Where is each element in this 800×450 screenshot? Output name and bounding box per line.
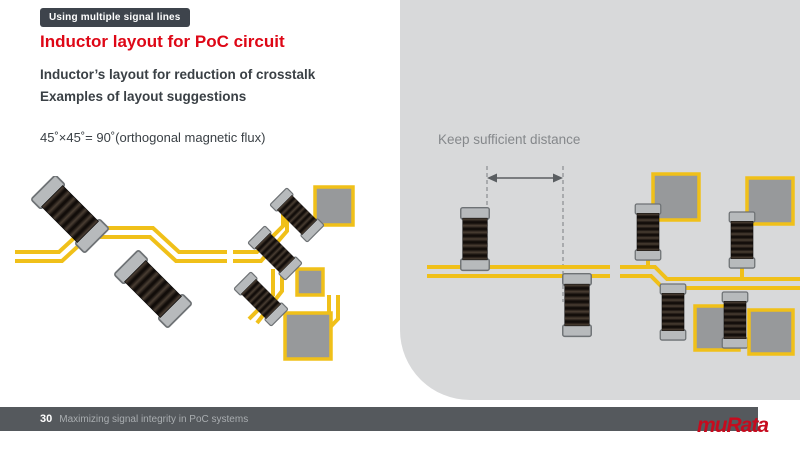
keep-distance-caption: Keep sufficient distance (438, 132, 581, 147)
signal-trace (620, 265, 800, 281)
arrowhead-left-icon (487, 173, 497, 183)
pad (313, 185, 355, 227)
diagram-sufficient-distance (427, 166, 800, 356)
signal-trace (15, 235, 227, 263)
subtitle-line-2: Examples of layout suggestions (40, 89, 247, 104)
pad (283, 311, 333, 361)
diagram-orthogonal-45deg (15, 176, 227, 329)
murata-logo: muRata (697, 414, 769, 437)
inductor (659, 283, 687, 341)
subtitle-line-1: Inductor’s layout for reduction of cross… (40, 67, 316, 82)
inductor (460, 206, 490, 272)
page-title: Inductor layout for PoC circuit (40, 32, 285, 51)
inductor (728, 211, 756, 269)
topic-badge: Using multiple signal lines (40, 8, 190, 27)
signal-trace (15, 226, 227, 254)
orthogonal-flux-caption: 45˚×45˚= 90˚(orthogonal magnetic flux) (40, 130, 266, 145)
pad (295, 267, 325, 297)
pad (747, 308, 795, 356)
inductor (721, 291, 749, 349)
diagram-zigzag-layout (233, 185, 355, 361)
page-number: 30 (40, 413, 53, 425)
signal-trace (620, 274, 800, 290)
inductor (634, 203, 662, 261)
footer-bar: 30 Maximizing signal integrity in PoC sy… (0, 407, 758, 431)
signal-trace (247, 269, 275, 321)
inductor (562, 272, 592, 338)
footer-text: Maximizing signal integrity in PoC syste… (59, 413, 249, 425)
subtitle: Inductor’s layout for reduction of cross… (40, 64, 315, 108)
arrowhead-right-icon (553, 173, 563, 183)
